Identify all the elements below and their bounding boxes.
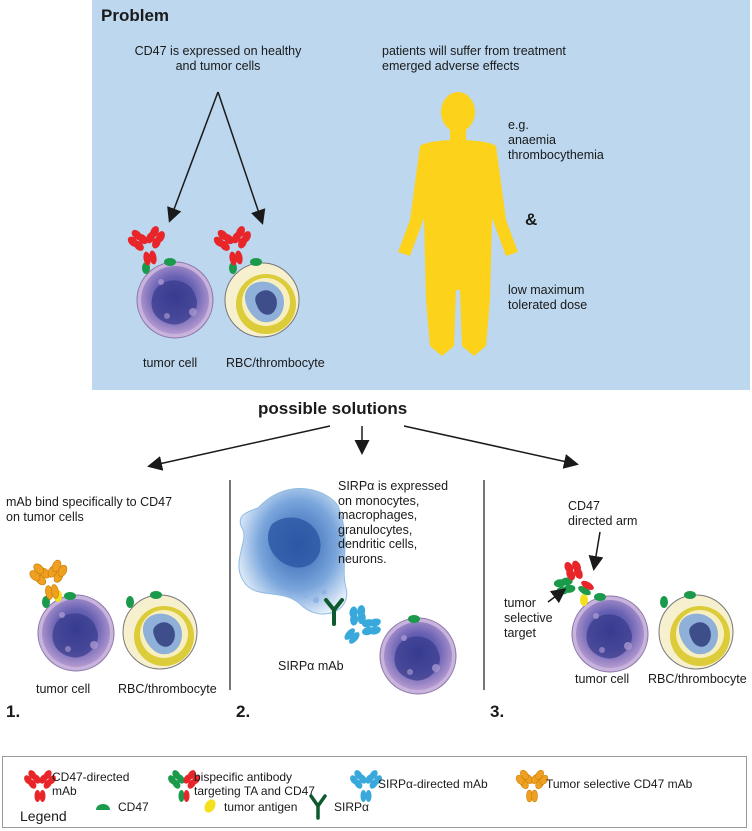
sirpa-receptor bbox=[324, 598, 344, 626]
solution1-text: mAb bind specifically to CD47 on tumor c… bbox=[6, 495, 173, 524]
arrow-to-tumor bbox=[167, 91, 219, 223]
legend-sirpa-mab-label: SIRPα-directed mAb bbox=[378, 777, 488, 791]
solution1-number: 1. bbox=[6, 702, 21, 721]
sirpa-expression-text: SIRPα is expressed on monocytes, macroph… bbox=[338, 479, 449, 566]
legend-title: Legend bbox=[20, 808, 67, 824]
ampersand: & bbox=[525, 210, 538, 229]
human-silhouette bbox=[398, 92, 518, 356]
sol2-tumor-cell bbox=[379, 617, 457, 695]
sol3-rbc-label: RBC/thrombocyte bbox=[648, 672, 747, 686]
examples-text: e.g. anaemia thrombocythemia bbox=[508, 118, 604, 162]
problem-tumor-label: tumor cell bbox=[143, 356, 198, 370]
sirpa-mab-label: SIRPα mAb bbox=[278, 659, 344, 673]
sol1-tumor-label: tumor cell bbox=[36, 682, 91, 696]
sol1-tumor-cell bbox=[37, 594, 115, 672]
solution2-number: 2. bbox=[236, 702, 251, 721]
cd47-marker bbox=[164, 258, 176, 266]
legend-bispecific-label: bispecific antibody targeting TA and CD4… bbox=[194, 770, 315, 798]
solutions-title: possible solutions bbox=[258, 399, 408, 418]
problem-rbc-label: RBC/thrombocyte bbox=[226, 356, 325, 370]
legend-cd47-icon bbox=[96, 804, 110, 810]
cd47-expression-text: CD47 is expressed on healthy and tumor c… bbox=[134, 44, 302, 73]
macrophage-cell bbox=[238, 488, 348, 615]
cd47-arm-text: CD47 directed arm bbox=[568, 499, 638, 528]
legend-tumor-antigen-icon bbox=[204, 799, 216, 813]
legend-tumor-antigen-label: tumor antigen bbox=[224, 800, 298, 814]
problem-rbc-cell bbox=[224, 262, 300, 338]
problem-tumor-cell bbox=[136, 261, 214, 339]
adverse-effects-text: patients will suffer from treatment emer… bbox=[382, 44, 566, 73]
legend-cd47-label: CD47 bbox=[118, 800, 149, 814]
problem-title: Problem bbox=[101, 6, 170, 25]
tumor-target-text: tumor selective target bbox=[504, 596, 553, 640]
arrow-to-rbc bbox=[217, 91, 266, 225]
sol1-rbc-cell bbox=[122, 594, 198, 670]
sol3-rbc-cell bbox=[658, 594, 734, 670]
sol3-tumor-label: tumor cell bbox=[575, 672, 630, 686]
dose-text: low maximum tolerated dose bbox=[508, 283, 588, 312]
legend-tumor-selective-label: Tumor selective CD47 mAb bbox=[546, 777, 693, 791]
legend-box bbox=[2, 756, 747, 828]
legend-sirpa-label: SIRPα bbox=[334, 800, 369, 814]
sol1-rbc-label: RBC/thrombocyte bbox=[118, 682, 217, 696]
legend-sirpa-icon bbox=[309, 794, 327, 820]
solution3-number: 3. bbox=[490, 702, 505, 721]
legend-bispecific-icon bbox=[168, 770, 200, 802]
sol3-tumor-cell bbox=[571, 595, 649, 673]
legend-cd47-mab-label: CD47-directed mAb bbox=[52, 770, 130, 798]
